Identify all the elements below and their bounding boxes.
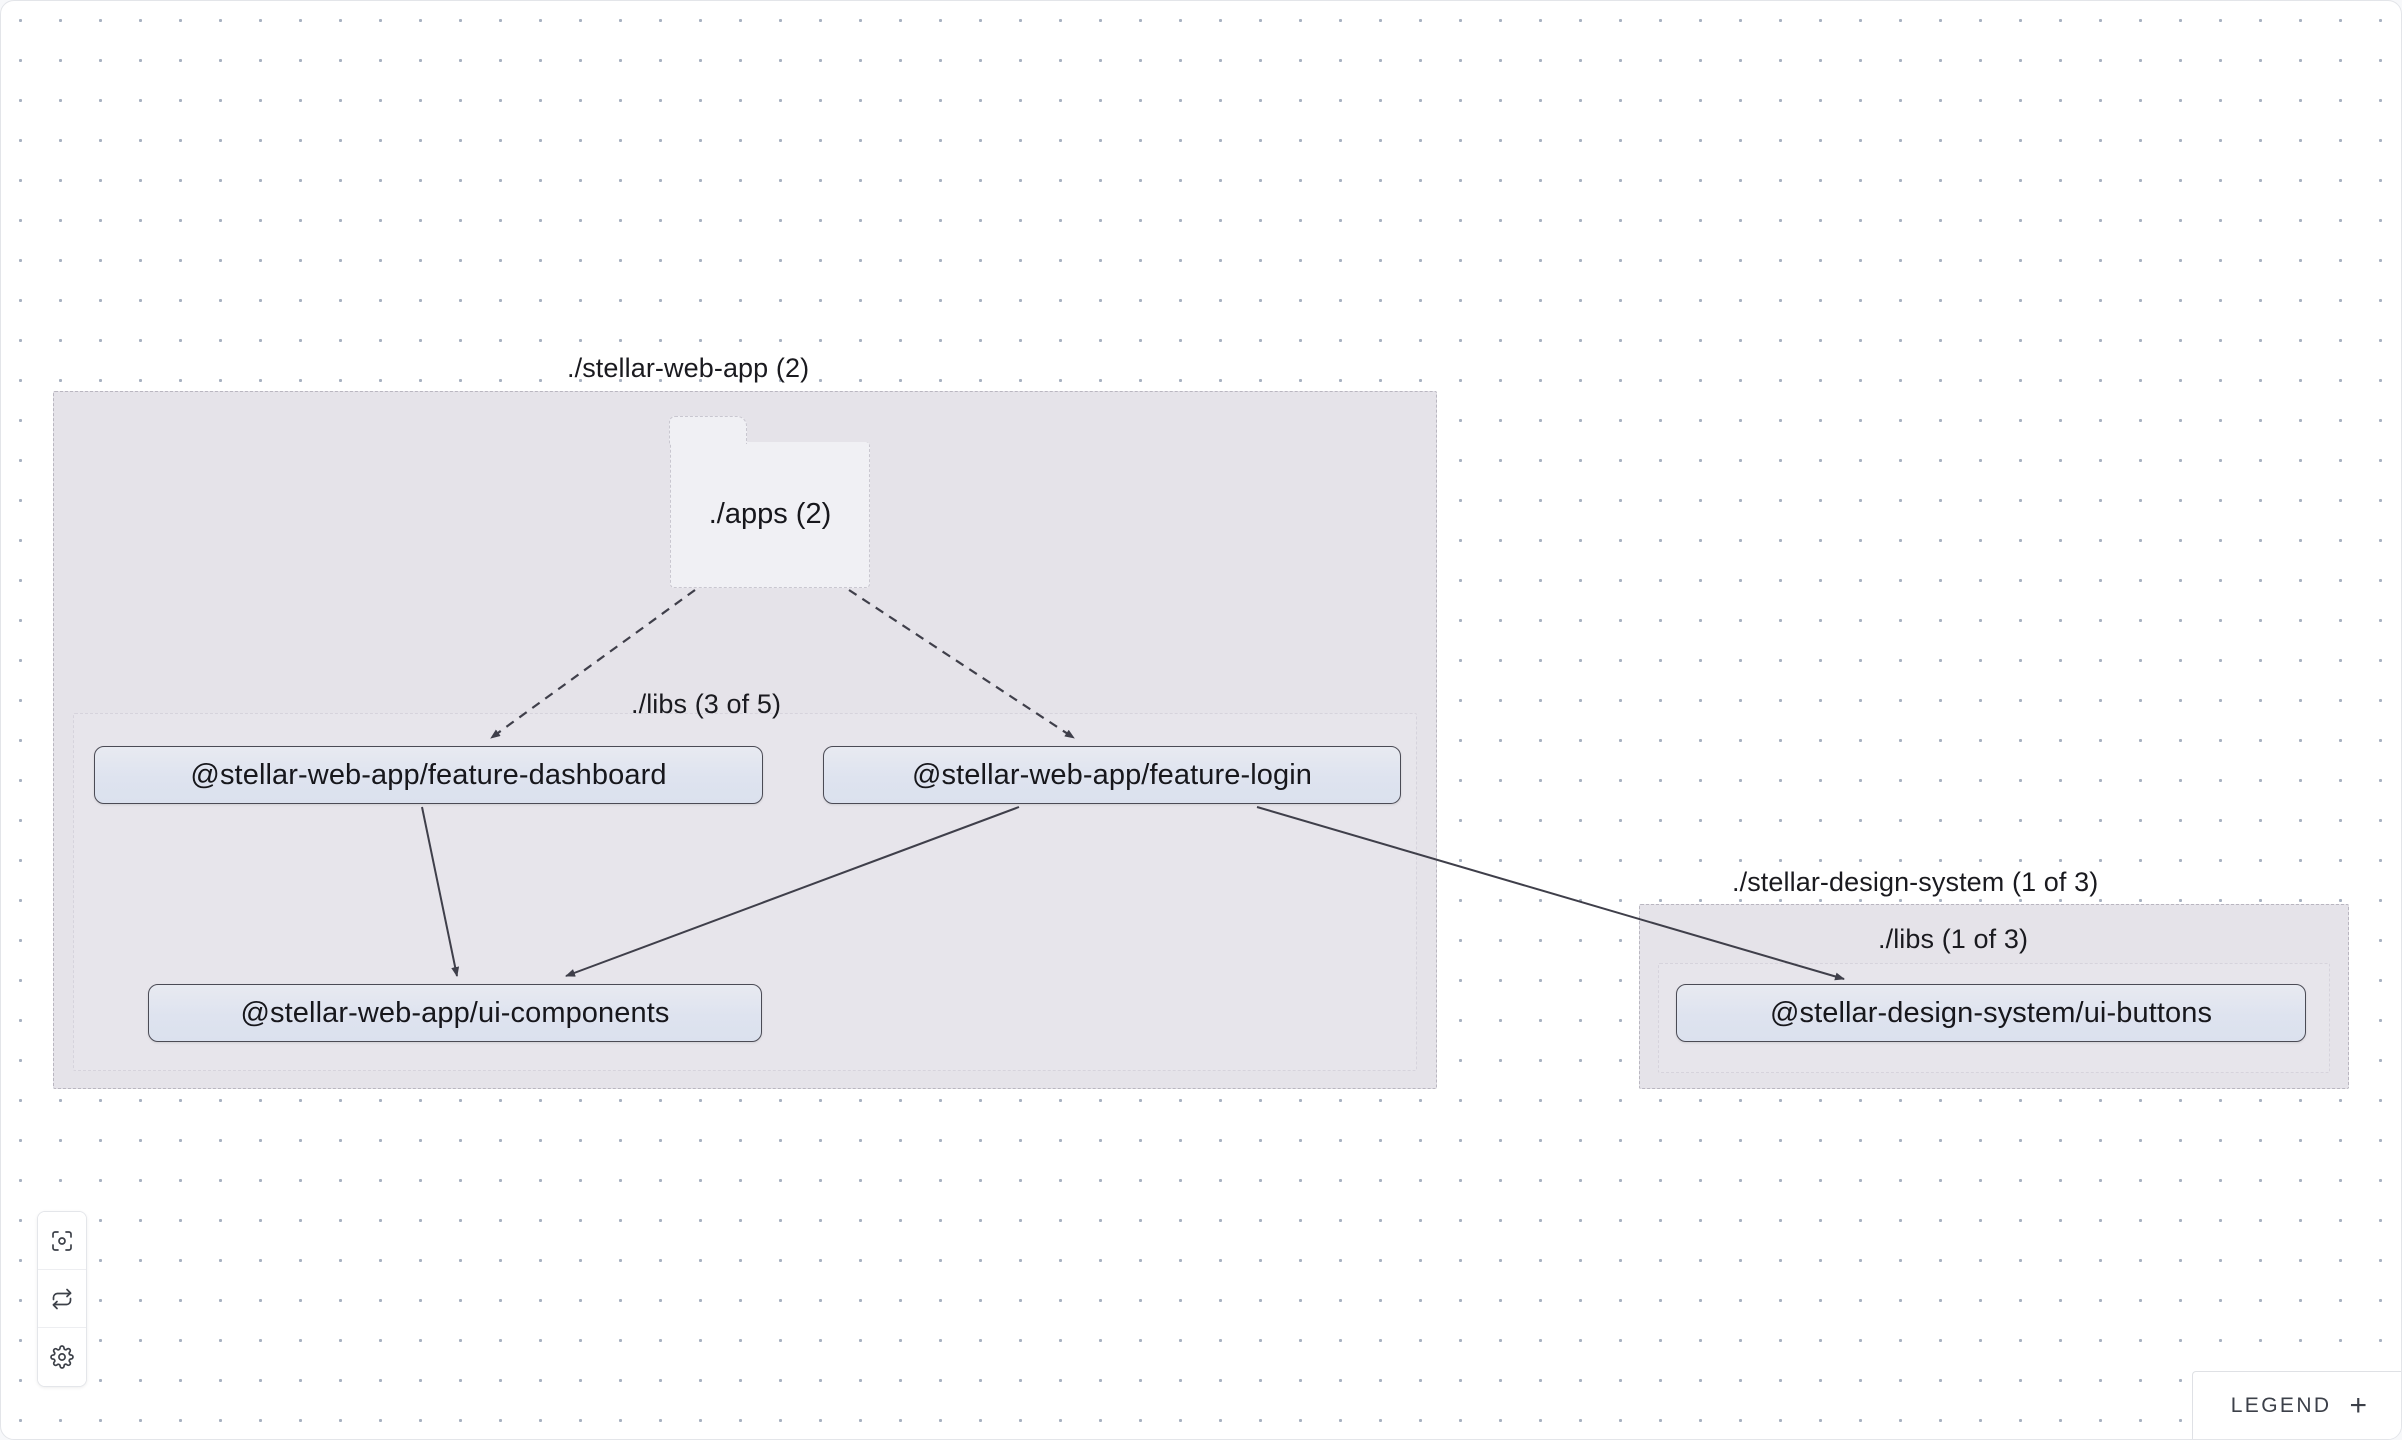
focus-target-icon [50,1229,74,1253]
node-ui-buttons[interactable]: @stellar-design-system/ui-buttons [1676,984,2306,1042]
node-label: @stellar-web-app/feature-dashboard [190,758,667,791]
plus-icon: + [2349,1388,2367,1422]
node-feature-login[interactable]: @stellar-web-app/feature-login [823,746,1401,804]
group-label-web-app-libs: ./libs (3 of 5) [631,689,782,719]
legend-toggle[interactable]: LEGEND + [2191,1371,2401,1439]
node-ui-components[interactable]: @stellar-web-app/ui-components [148,984,762,1042]
legend-label: LEGEND [2230,1393,2332,1417]
settings-button[interactable] [38,1328,86,1386]
node-feature-dashboard[interactable]: @stellar-web-app/feature-dashboard [94,746,763,804]
refresh-button[interactable] [38,1270,86,1328]
focus-button[interactable] [38,1212,86,1270]
group-label-stellar-web-app: ./stellar-web-app (2) [567,353,810,383]
folder-node-apps[interactable]: ./apps (2) [669,416,870,588]
folder-node-label: ./apps (2) [708,498,832,530]
canvas-toolbar [37,1211,87,1387]
folder-tab-icon [669,416,748,444]
group-label-design-system-libs: ./libs (1 of 3) [1878,924,2029,954]
refresh-icon [50,1287,74,1311]
group-label-stellar-design-system: ./stellar-design-system (1 of 3) [1732,867,2099,897]
node-label: @stellar-web-app/feature-login [912,758,1312,791]
gear-icon [50,1345,74,1369]
node-label: @stellar-design-system/ui-buttons [1769,996,2213,1029]
node-label: @stellar-web-app/ui-components [240,996,670,1029]
